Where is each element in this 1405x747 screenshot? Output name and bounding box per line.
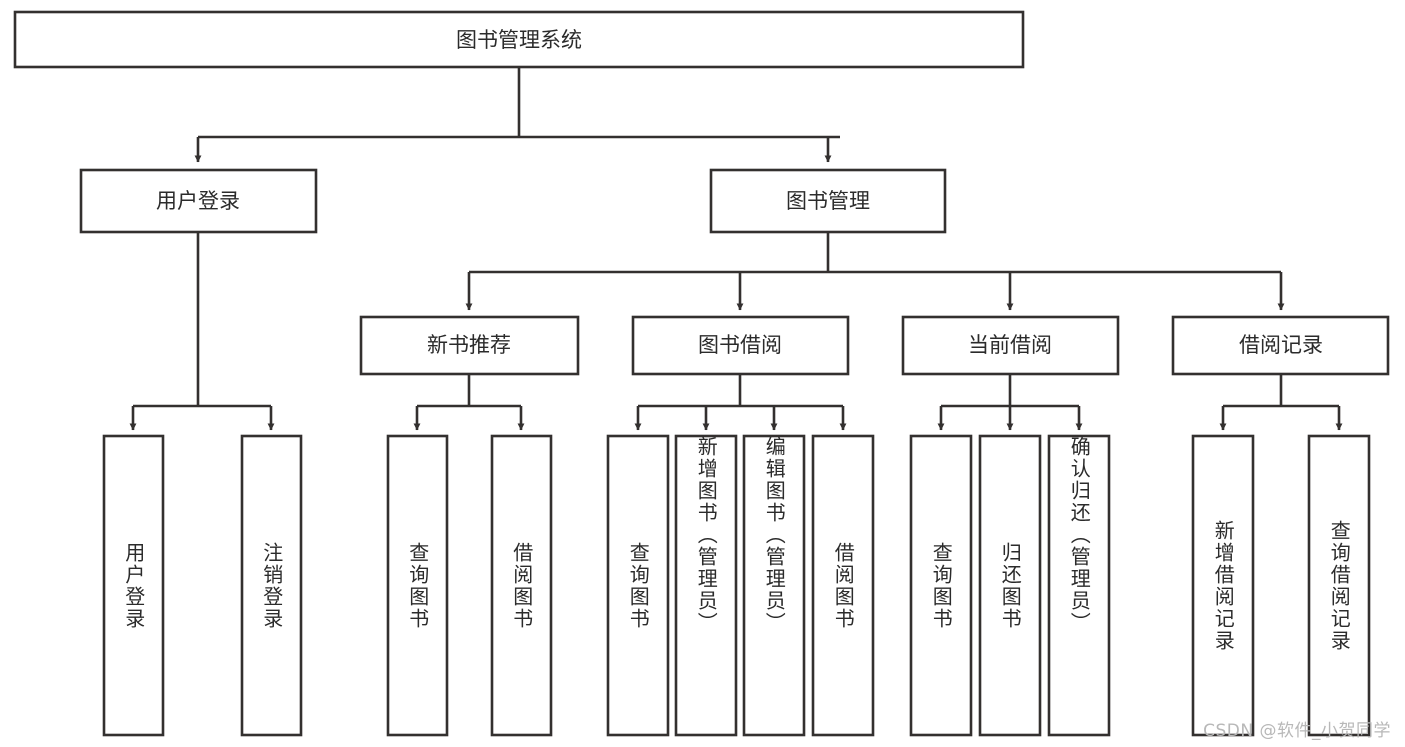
- leaf-box-logout[interactable]: [240, 434, 303, 737]
- node-borrow-record-label: 借阅记录: [1239, 333, 1323, 357]
- node-book-borrow-label: 图书借阅: [698, 333, 782, 357]
- node-book-management[interactable]: 图书管理: [709, 168, 947, 234]
- leaf-box-add-borrow-record[interactable]: [1191, 434, 1255, 737]
- leaf-box-borrow-book-1[interactable]: [490, 434, 553, 737]
- leaf-box-edit-book-admin[interactable]: [742, 434, 806, 737]
- node-book-borrow[interactable]: 图书借阅: [631, 315, 850, 376]
- leaf-box-user-login[interactable]: [102, 434, 165, 737]
- node-current-borrow-label: 当前借阅: [968, 333, 1052, 357]
- node-current-borrow[interactable]: 当前借阅: [901, 315, 1120, 376]
- node-book-management-label: 图书管理: [786, 189, 870, 213]
- leaf-box-confirm-return-admin[interactable]: [1047, 434, 1111, 737]
- leaf-box-borrow-book-2[interactable]: [811, 434, 875, 737]
- leaf-box-add-book-admin[interactable]: [674, 434, 738, 737]
- node-borrow-record[interactable]: 借阅记录: [1171, 315, 1390, 376]
- leaf-box-query-book-1[interactable]: [386, 434, 449, 737]
- leaf-box-query-book-2[interactable]: [606, 434, 670, 737]
- node-new-book-recommend[interactable]: 新书推荐: [359, 315, 580, 376]
- node-root-label: 图书管理系统: [456, 28, 582, 52]
- node-root[interactable]: 图书管理系统: [13, 10, 1025, 69]
- connector-userlogin-to-leaves: [129, 232, 275, 431]
- leaf-box-query-book-3[interactable]: [909, 434, 973, 737]
- watermark-text: CSDN @软件_小贺同学: [1203, 721, 1391, 741]
- node-user-login[interactable]: 用户登录: [79, 168, 318, 234]
- connector-root-to-level2: [194, 67, 840, 163]
- node-user-login-label: 用户登录: [156, 189, 240, 213]
- leaf-box-query-borrow-record[interactable]: [1307, 434, 1371, 737]
- connector-currentborrow-to-leaves: [937, 374, 1083, 431]
- connector-newbook-to-leaves: [413, 374, 525, 431]
- connector-bookborrow-to-leaves: [634, 374, 847, 431]
- node-new-book-recommend-label: 新书推荐: [427, 333, 511, 357]
- connector-borrowrecord-to-leaves: [1219, 374, 1343, 431]
- connector-bookmgmt-to-level3: [465, 232, 1285, 311]
- leaf-box-return-book[interactable]: [978, 434, 1042, 737]
